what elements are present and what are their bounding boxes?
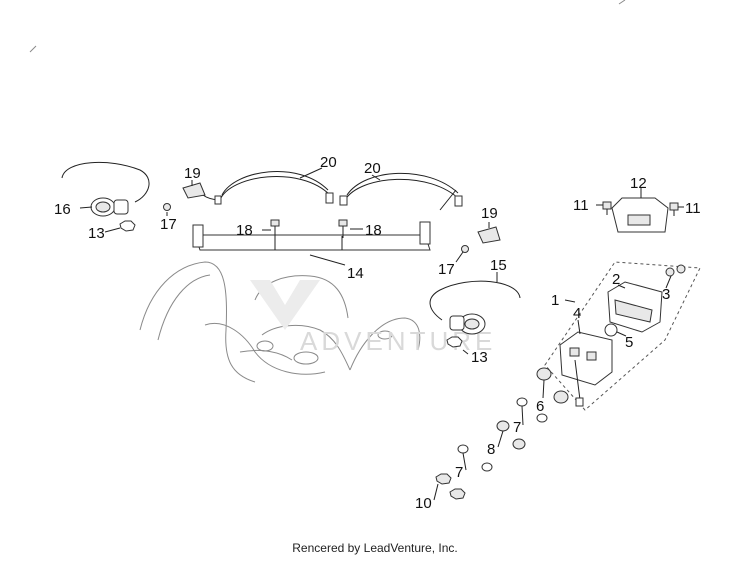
- wire-harness-right: [339, 172, 463, 211]
- taillight-assembly-outline: [544, 261, 701, 411]
- mounting-bar: [192, 221, 431, 251]
- nut-13-right: [446, 336, 463, 348]
- grommet-6: [536, 359, 584, 407]
- bulb: [604, 323, 618, 337]
- callout-2: 2: [612, 271, 620, 288]
- nut-13-left: [119, 220, 136, 232]
- callout-3: 3: [662, 286, 670, 303]
- callout-11-left: 11: [573, 197, 589, 214]
- callout-labels: 16 13 17 19 18 20 20 18 14 19 17 15 13 1…: [54, 154, 701, 512]
- callout-20-left: 20: [320, 154, 337, 171]
- callout-12: 12: [630, 175, 647, 192]
- callout-10: 10: [415, 495, 432, 512]
- callout-20-right: 20: [364, 160, 381, 177]
- callout-11-right: 11: [685, 200, 701, 217]
- spacer-8: [496, 420, 526, 450]
- bracket-19-right: [477, 226, 501, 244]
- callout-19-left: 19: [184, 165, 201, 182]
- callout-14: 14: [347, 265, 364, 282]
- watermark: ADVENTURE: [250, 280, 492, 356]
- callout-4: 4: [573, 305, 581, 322]
- screw-17-left: [163, 203, 171, 211]
- bolt-18-left: [270, 219, 280, 238]
- screw-11-right: [669, 202, 679, 216]
- callout-17-left: 17: [160, 216, 177, 233]
- callout-13-left: 13: [88, 225, 105, 242]
- screw-3: [665, 264, 686, 277]
- callout-7-upper: 7: [513, 419, 521, 436]
- callout-16: 16: [54, 201, 71, 218]
- callout-5: 5: [625, 334, 633, 351]
- callout-6: 6: [536, 398, 544, 415]
- taillight-lens: [607, 281, 663, 333]
- callout-15: 15: [490, 257, 507, 274]
- nut-10: [435, 473, 466, 500]
- screw-17-right: [461, 245, 469, 253]
- callout-18-left: 18: [236, 222, 253, 239]
- footer-credit: Rencered by LeadVenture, Inc.: [292, 541, 458, 555]
- callout-7-lower: 7: [455, 464, 463, 481]
- callout-13-right: 13: [471, 349, 488, 366]
- bolt-18-right: [338, 219, 348, 238]
- callout-8: 8: [487, 441, 495, 458]
- corner-marks: [29, 0, 626, 53]
- washer-7-upper: [516, 397, 548, 423]
- screw-11-left: [602, 201, 612, 215]
- bracket-19-left: [182, 182, 206, 199]
- wire-harness-left: [194, 171, 334, 205]
- taillight-housing: [559, 331, 613, 386]
- callout-18-right: 18: [365, 222, 382, 239]
- callout-19-right: 19: [481, 205, 498, 222]
- turn-signal-right: [429, 280, 521, 335]
- turn-signal-left: [61, 161, 150, 217]
- license-bracket: [611, 197, 669, 233]
- leader-lines: [79, 167, 684, 501]
- callout-1: 1: [551, 292, 559, 309]
- callout-17-right: 17: [438, 261, 455, 278]
